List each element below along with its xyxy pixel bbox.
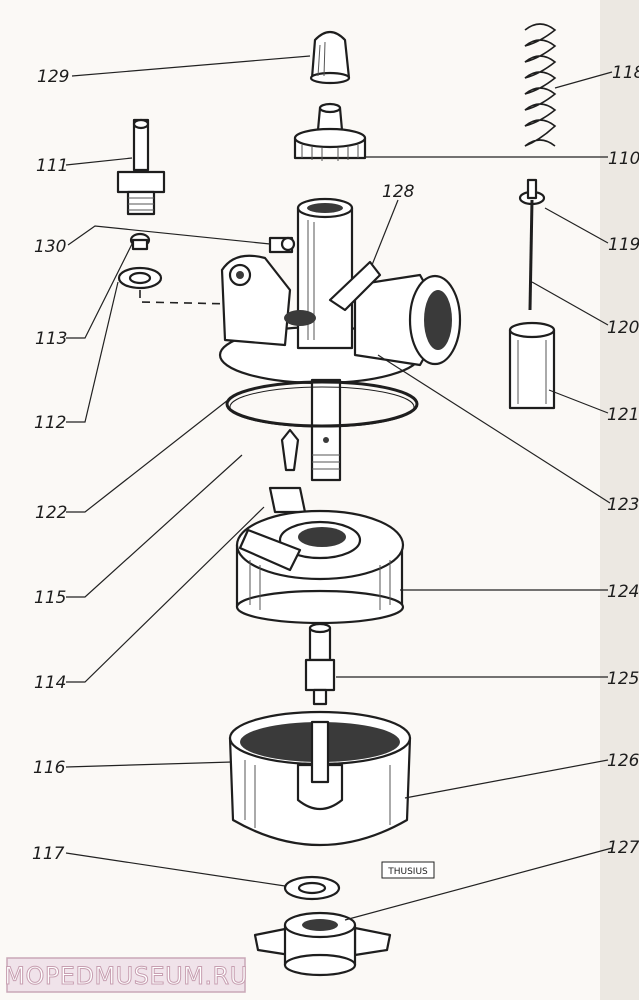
part-126-bowl [228, 710, 412, 847]
label-121: 121 [607, 405, 639, 425]
part-labels: 129 118 111 110 128 130 119 113 120 112 … [32, 63, 639, 864]
leader-lines [65, 55, 613, 921]
part-124-float [235, 509, 405, 625]
label-115: 115 [34, 588, 66, 608]
part-121-slide [508, 321, 556, 410]
watermark: MOPEDMUSEUM.RU [4, 957, 248, 993]
label-117: 117 [32, 844, 65, 864]
label-114: 114 [34, 673, 66, 693]
label-118: 118 [612, 63, 639, 83]
part-117-washer [283, 875, 341, 901]
part-120-needle [528, 199, 534, 311]
part-111-fitting [116, 118, 166, 216]
label-110: 110 [608, 149, 639, 169]
part-110-gear-nut [293, 102, 367, 161]
label-130: 130 [34, 237, 66, 257]
label-124: 124 [607, 582, 639, 602]
label-129: 129 [37, 67, 69, 87]
assembly-dashed-line [139, 290, 236, 305]
label-111: 111 [36, 156, 68, 176]
label-126: 126 [607, 751, 639, 771]
part-127-wing-nut [253, 911, 392, 977]
label-120: 120 [607, 318, 639, 338]
page-edge-shadow [600, 0, 639, 1000]
part-119-clip [518, 178, 546, 206]
part-115-float-needle [280, 428, 300, 472]
label-127: 127 [607, 838, 639, 858]
label-128: 128 [382, 182, 415, 202]
label-123: 123 [607, 495, 639, 515]
label-116: 116 [33, 758, 66, 778]
brand-stamp: THUSIUS [381, 861, 435, 879]
part-118-spring [524, 23, 557, 147]
part-carburettor-body [218, 197, 462, 482]
watermark-text: MOPEDMUSEUM.RU [4, 962, 248, 990]
part-112-washer [117, 266, 163, 290]
part-129-cap [309, 30, 351, 85]
part-114-lever [268, 486, 307, 514]
part-113-screw [129, 232, 151, 251]
label-113: 113 [35, 329, 67, 349]
label-119: 119 [608, 235, 639, 255]
part-125-jet [304, 622, 336, 706]
label-122: 122 [35, 503, 67, 523]
part-122-seal-ring [225, 380, 419, 428]
label-112: 112 [34, 413, 66, 433]
label-125: 125 [607, 669, 639, 689]
brand-stamp-text: THUSIUS [387, 867, 428, 877]
